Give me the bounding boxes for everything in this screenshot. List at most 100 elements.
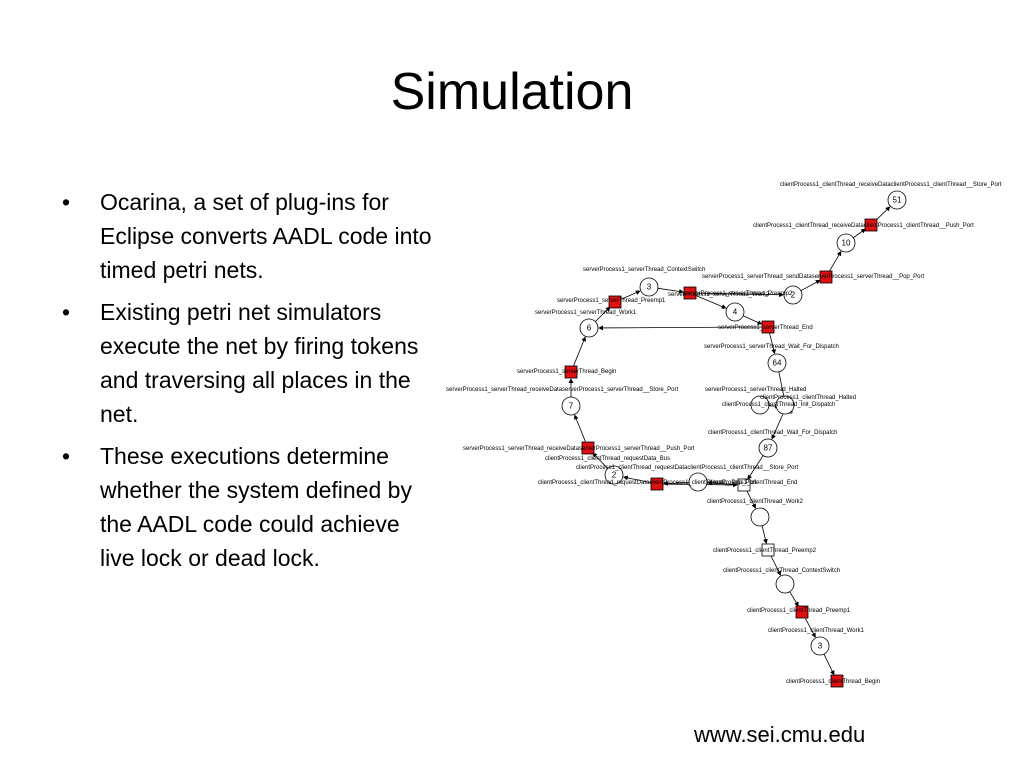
node-label: clientProcess1_clientThread_requestData_… [545,456,670,462]
petri-transition [737,478,751,492]
petri-place [810,636,830,656]
petri-transition [564,365,578,379]
bullet-text: Ocarina, a set of plug-ins for Eclipse c… [100,189,432,283]
node-label: clientProcess1_clientThread_requestDatac… [538,480,757,486]
node-label: clientProcess1_clientThread_receiveDatac… [780,182,1002,188]
petri-arc [771,412,784,440]
arc-layer [568,206,891,676]
node-label: clientProcess1_clientThread_Init_Dispatc… [722,402,835,408]
bullet-item: • These executions determine whether the… [60,439,432,575]
petri-place [887,190,907,210]
bullet-dot: • [62,443,71,469]
petri-arc [747,455,764,480]
petri-arc [804,617,816,638]
petri-transition [761,543,775,557]
bullet-text: Existing petri net simulators execute th… [100,299,419,427]
petri-arc [663,481,690,486]
slide-title: Simulation [390,63,634,121]
petri-arc [853,228,866,239]
petri-arc [574,414,587,443]
petri-transition [830,674,844,688]
petri-arc [695,292,784,298]
token-count: 2 [791,291,796,300]
petri-arc [778,371,787,401]
petri-place [725,302,745,322]
token-count: 3 [647,283,652,292]
petri-place [579,318,599,338]
petri-transition [864,218,878,232]
petri-arc [828,250,842,273]
bullet-item: • Existing petri net simulators execute … [60,295,432,431]
petri-arc [769,332,776,355]
petri-place [604,465,624,485]
node-label: clientProcess1_clientThread_Work2 [707,499,804,505]
petri-place [775,395,795,415]
node-label: serverProcess1_serverThread_Preemp1 [557,298,666,304]
bullet-dot: • [62,299,71,325]
node-label: clientProcess1_clientThread_End [708,480,797,486]
petri-transition [650,477,664,491]
petri-place [750,507,770,527]
node-label: clientProcess1_clientThread_requestDatac… [576,465,798,471]
petri-arc [770,555,781,576]
token-count: 3 [818,642,823,651]
bullet-text: These executions determine whether the s… [100,443,412,571]
footer-url: www.sei.cmu.edu [694,722,866,747]
bullet-list: • Ocarina, a set of plug-ins for Eclipse… [60,185,432,583]
token-count: 2 [612,471,617,480]
node-label: clientProcess1_clientThread_Wait_For_Dis… [708,430,838,436]
node-label: serverProcess1_serverThread_End [718,325,813,331]
petri-transition [683,286,697,300]
node-label: serverProcess1_serverThread_Preemp2 [684,291,793,297]
node-label: serverProcess1_serverThread_sendDataserv… [702,274,924,280]
node-label: serverProcess1_serverThread_ContextSwitc… [583,267,705,273]
petri-place [775,574,795,594]
petri-arc [800,279,821,292]
petri-transition [761,320,775,334]
node-label: clientProcess1_clientThread_Begin [786,679,880,685]
bullet-dot: • [62,189,71,215]
token-count: 10 [842,239,851,248]
petri-place [639,277,659,297]
node-label: clientProcess1_clientThread_receiveDatac… [753,223,974,229]
petri-arc [592,452,609,469]
token-count: 51 [893,196,902,205]
petri-transition [608,295,622,309]
petri-arc [746,490,756,509]
token-count: 64 [773,359,782,368]
petri-arc [761,525,768,544]
petri-arc [789,591,799,607]
petri-arc [572,336,586,367]
petri-place [750,395,770,415]
petri-transition [795,605,809,619]
petri-arc [695,294,727,309]
petri-place [836,233,856,253]
petri-arc [623,475,652,484]
node-label: serverProcess1_serverThread_Wait_For_Dis… [704,344,839,350]
node-label: clientProcess1_clientThread_ContextSwitc… [723,568,840,574]
petri-arc [595,306,611,322]
petri-transition [581,441,595,455]
node-label: clientProcess1_clientThread_Halted [760,395,856,401]
token-count: 6 [587,324,592,333]
bullet-item: • Ocarina, a set of plug-ins for Eclipse… [60,185,432,287]
node-label: clientProcess1_clientThread_Work1 [768,628,865,634]
node-label: serverProcess1_serverThread_receiveDatas… [446,387,678,393]
petri-place [758,438,778,458]
petri-place [783,285,803,305]
token-count: 87 [764,444,773,453]
petri-place [767,353,787,373]
node-label: serverProcess1_serverThread_Work2 [668,292,770,298]
petri-arc [823,653,835,676]
node-label: clientProcess1_clientThread_Preemp1 [747,608,851,614]
petri-arc [743,315,763,325]
node-label: serverProcess1_serverThread_Work1 [535,310,637,316]
petri-arc [598,325,763,331]
petri-place [561,396,581,416]
petri-arc [657,287,684,294]
node-label: serverProcess1_serverThread_Begin [517,369,616,375]
node-label: serverProcess1_serverThread_Halted [705,387,806,393]
petri-place [688,472,708,492]
